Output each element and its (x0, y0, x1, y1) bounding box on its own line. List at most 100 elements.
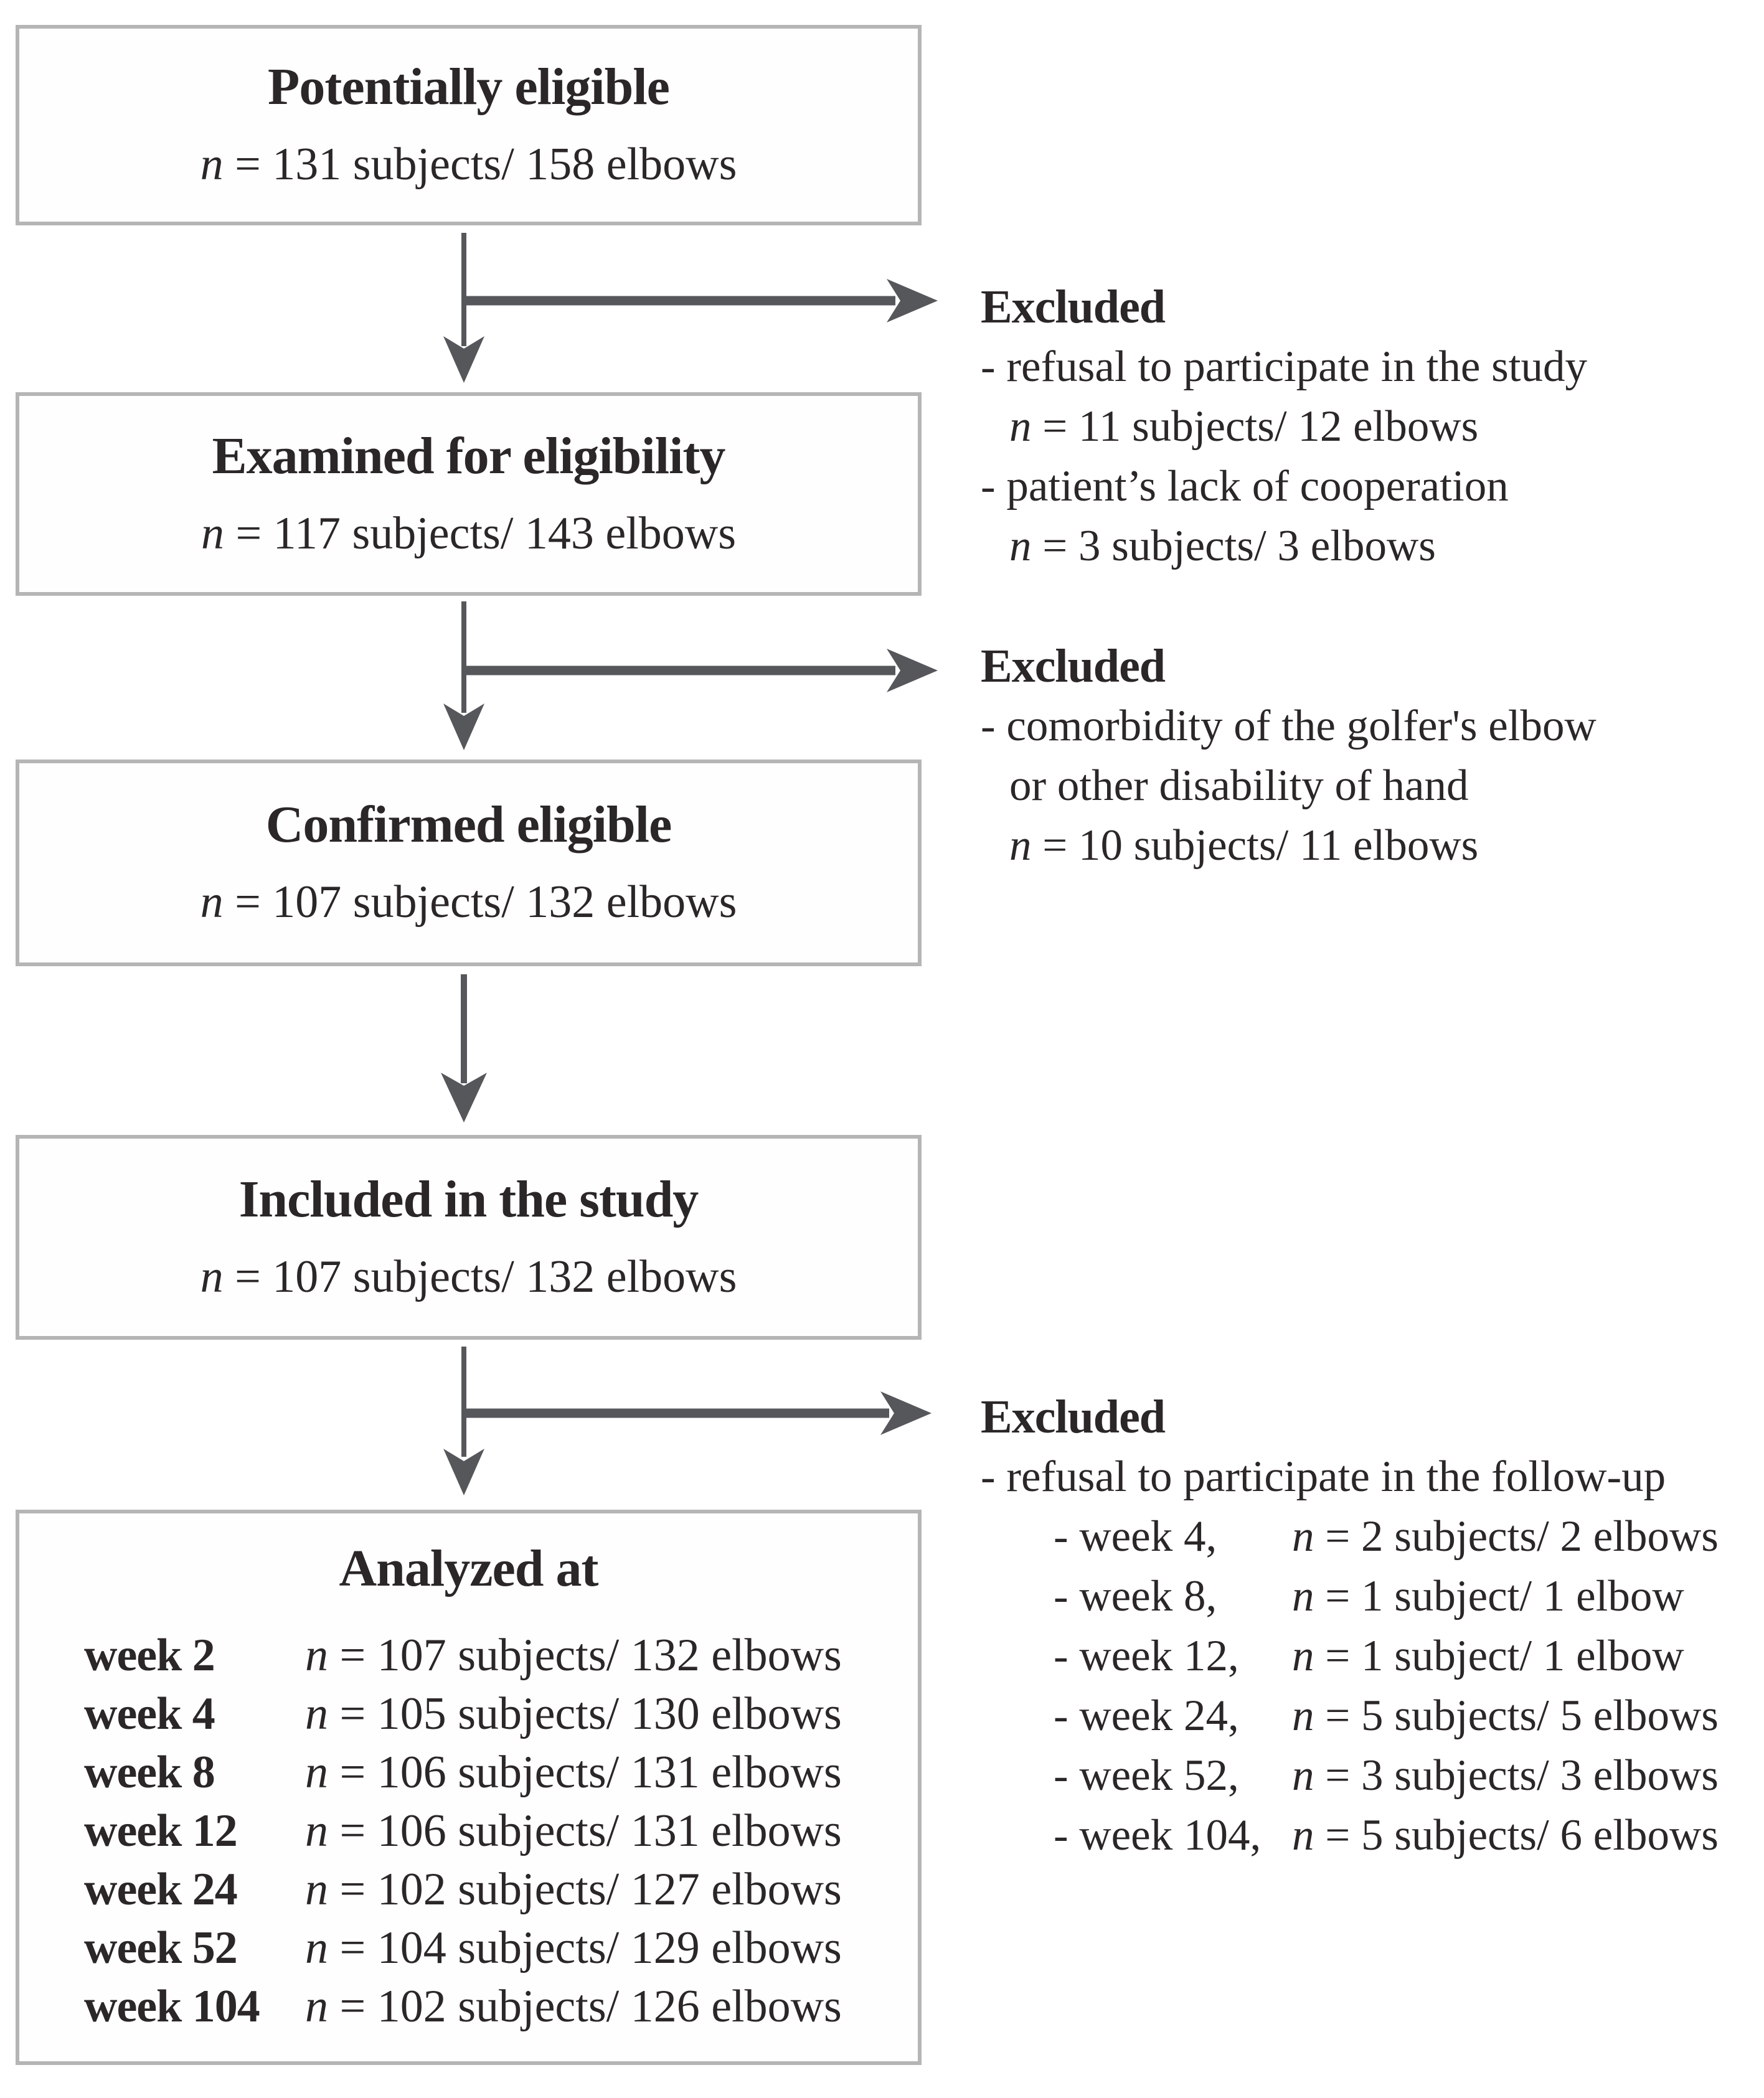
week-label: - week 24, (1054, 1691, 1239, 1740)
box-count: n = 107 subjects/ 132 elbows (200, 872, 737, 932)
analyzed-row: week 8 n = 106 subjects/ 131 elbows (84, 1743, 918, 1802)
n-var: n (305, 1630, 328, 1681)
week-label: week 52 (84, 1922, 238, 1973)
n-var: n (1292, 1691, 1314, 1740)
n-var: n (1009, 402, 1032, 451)
box-count: n = 117 subjects/ 143 elbows (201, 504, 736, 563)
n-var: n (305, 1922, 328, 1973)
week-label: week 8 (84, 1747, 215, 1798)
week-count: n = 104 subjects/ 129 elbows (305, 1919, 842, 1977)
week-label: week 2 (84, 1630, 215, 1681)
count-text: = 11 subjects/ 12 elbows (1031, 402, 1479, 451)
n-var: n (305, 1864, 328, 1915)
excluded-item-count: n = 11 subjects/ 12 elbows (981, 397, 1764, 456)
n-var: n (1292, 1811, 1314, 1860)
n-var: n (1009, 522, 1032, 570)
analyzed-row: week 24 n = 102 subjects/ 127 elbows (84, 1860, 918, 1919)
excluded-item: - refusal to participate in the study (981, 342, 1587, 391)
box-potentially-eligible: Potentially eligible n = 131 subjects/ 1… (16, 25, 922, 225)
week-count: n = 5 subjects/ 5 elbows (1292, 1686, 1719, 1746)
box-title: Analyzed at (339, 1540, 599, 1597)
box-included-in-study: Included in the study n = 107 subjects/ … (16, 1135, 922, 1340)
week-count: n = 3 subjects/ 3 elbows (1292, 1746, 1719, 1805)
analyzed-row: week 2 n = 107 subjects/ 132 elbows (84, 1626, 918, 1685)
count-text: = 105 subjects/ 130 elbows (328, 1688, 842, 1739)
excluded-week-row: - week 8,n = 1 subject/ 1 elbow (1054, 1566, 1764, 1626)
excluded-block-3: Excluded - refusal to participate in the… (981, 1387, 1764, 1865)
excluded-week-row: - week 104,n = 5 subjects/ 6 elbows (1054, 1805, 1764, 1865)
week-count: n = 105 subjects/ 130 elbows (305, 1685, 842, 1743)
box-title: Included in the study (238, 1170, 699, 1228)
count-text: = 102 subjects/ 127 elbows (328, 1864, 842, 1915)
excluded-item-count: n = 10 subjects/ 11 elbows (981, 816, 1764, 875)
excluded-heading: Excluded (981, 1391, 1166, 1443)
n-var: n (1009, 821, 1032, 870)
week-count: n = 106 subjects/ 131 elbows (305, 1802, 842, 1860)
week-count: n = 5 subjects/ 6 elbows (1292, 1805, 1719, 1865)
arrow-junction-1 (443, 233, 938, 383)
arrow-down-icon (443, 336, 484, 383)
week-label: week 12 (84, 1805, 238, 1856)
n-var: n (1292, 1512, 1314, 1561)
excluded-block-1: Excluded - refusal to participate in the… (981, 277, 1764, 576)
analyzed-row: week 104 n = 102 subjects/ 126 elbows (84, 1977, 918, 2036)
n-var: n (1292, 1751, 1314, 1800)
excluded-heading: Excluded (981, 640, 1166, 692)
week-count: n = 106 subjects/ 131 elbows (305, 1743, 842, 1802)
excluded-item: - patient’s lack of cooperation (981, 462, 1509, 510)
n-var: n (200, 1251, 224, 1302)
excluded-week-row: - week 4,n = 2 subjects/ 2 elbows (1054, 1507, 1764, 1566)
count-text: = 5 subjects/ 6 elbows (1314, 1811, 1719, 1860)
excluded-item: - refusal to participate in the follow-u… (981, 1452, 1666, 1501)
count-text: = 104 subjects/ 129 elbows (328, 1922, 842, 1973)
count-text: = 106 subjects/ 131 elbows (328, 1805, 842, 1856)
arrow-right-icon (887, 649, 938, 692)
count-text: = 107 subjects/ 132 elbows (223, 1251, 737, 1302)
arrow-down-icon (441, 1073, 487, 1122)
box-count: n = 131 subjects/ 158 elbows (200, 134, 737, 194)
analyzed-row: week 4 n = 105 subjects/ 130 elbows (84, 1685, 918, 1743)
arrow-down-icon (443, 703, 484, 750)
count-text: = 10 subjects/ 11 elbows (1031, 821, 1479, 870)
arrow-junction-2 (443, 601, 938, 750)
excluded-item: or other disability of hand (1009, 761, 1469, 810)
n-var: n (305, 1981, 328, 2032)
n-var: n (1292, 1632, 1314, 1680)
box-title: Examined for eligibility (212, 426, 726, 485)
count-text: = 106 subjects/ 131 elbows (328, 1747, 842, 1798)
excluded-item: - comorbidity of the golfer's elbow (981, 702, 1597, 750)
week-count: n = 102 subjects/ 126 elbows (305, 1977, 842, 2036)
week-label: week 104 (84, 1981, 260, 2032)
count-text: = 3 subjects/ 3 elbows (1314, 1751, 1719, 1800)
n-var: n (305, 1747, 328, 1798)
arrow-right-icon (880, 1391, 932, 1435)
week-label: - week 12, (1054, 1632, 1239, 1680)
box-analyzed-at: Analyzed at week 2 n = 107 subjects/ 132 … (16, 1510, 922, 2065)
excluded-block-2: Excluded - comorbidity of the golfer's e… (981, 636, 1764, 875)
n-var: n (305, 1688, 328, 1739)
week-label: week 24 (84, 1864, 238, 1915)
count-text: = 1 subject/ 1 elbow (1314, 1632, 1684, 1680)
week-label: - week 4, (1054, 1512, 1217, 1561)
week-label: - week 52, (1054, 1751, 1239, 1800)
week-label: week 4 (84, 1688, 215, 1739)
analyzed-rows: week 2 n = 107 subjects/ 132 elbows week … (19, 1626, 918, 2036)
box-count: n = 107 subjects/ 132 elbows (200, 1247, 737, 1307)
n-var: n (200, 507, 224, 559)
count-text: = 5 subjects/ 5 elbows (1314, 1691, 1719, 1740)
count-text: = 1 subject/ 1 elbow (1314, 1572, 1684, 1621)
n-var: n (305, 1805, 328, 1856)
week-count: n = 102 subjects/ 127 elbows (305, 1860, 842, 1919)
week-count: n = 1 subject/ 1 elbow (1292, 1566, 1684, 1626)
count-text: = 131 subjects/ 158 elbows (223, 139, 737, 190)
n-var: n (200, 877, 224, 928)
n-var: n (1292, 1572, 1314, 1621)
count-text: = 3 subjects/ 3 elbows (1031, 522, 1436, 570)
excluded-heading: Excluded (981, 281, 1166, 333)
count-text: = 107 subjects/ 132 elbows (328, 1630, 842, 1681)
count-text: = 107 subjects/ 132 elbows (223, 877, 737, 928)
arrow-down-icon (443, 1449, 484, 1495)
excluded-week-row: - week 24, n = 5 subjects/ 5 elbows (1054, 1686, 1764, 1746)
week-count: n = 107 subjects/ 132 elbows (305, 1626, 842, 1685)
analyzed-row: week 12 n = 106 subjects/ 131 elbows (84, 1802, 918, 1860)
